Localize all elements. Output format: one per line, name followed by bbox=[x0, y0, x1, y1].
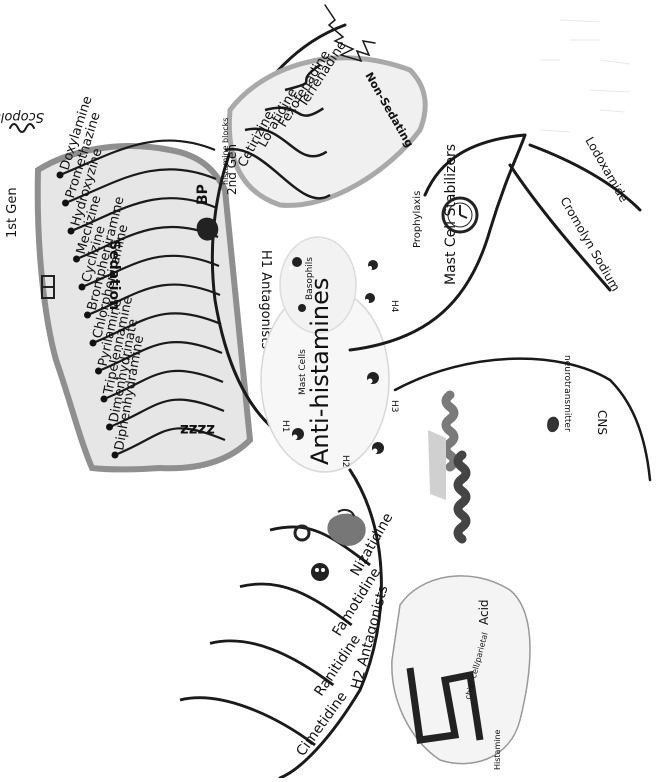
branch-dot bbox=[95, 368, 102, 375]
scopolamine-squiggle bbox=[10, 124, 34, 132]
h-marker-h1: H1 bbox=[280, 420, 290, 433]
branch-dot bbox=[112, 452, 119, 459]
cns-neuron-icon bbox=[547, 417, 559, 432]
cns-label: CNS bbox=[595, 410, 609, 435]
histamine-blocks-label: histamine blocks bbox=[221, 118, 230, 185]
branch-dot bbox=[90, 340, 97, 347]
center-title: Anti-histamines bbox=[306, 278, 334, 465]
h2-branch bbox=[240, 584, 352, 625]
h2-branch bbox=[210, 641, 333, 685]
branch-dot bbox=[79, 284, 86, 291]
neurotransmitter-label: neurotransmitter bbox=[562, 355, 572, 432]
squiggle-light bbox=[446, 395, 454, 467]
h-marker-h2: H2 bbox=[340, 455, 350, 468]
acid-label: Acid bbox=[477, 599, 491, 625]
branch-dot bbox=[73, 256, 80, 263]
branch-dot bbox=[57, 172, 64, 179]
prophylaxis-label: Prophylaxis bbox=[412, 191, 423, 248]
mast-branch-cromolyn bbox=[510, 165, 610, 290]
first-gen-label: 1st Gen bbox=[5, 187, 20, 238]
branch-dot bbox=[84, 312, 91, 319]
h-marker-h4: H4 bbox=[389, 300, 399, 313]
bleed-through-marks bbox=[540, 20, 630, 132]
mast-label: Mast Cell Stabilizers bbox=[443, 144, 459, 285]
scopolamine-label: Scopolamine bbox=[0, 109, 44, 124]
branch-dot bbox=[106, 424, 113, 431]
center-sub-basophils: Basophils bbox=[305, 257, 315, 300]
h-marker-h3: H3 bbox=[389, 400, 399, 413]
sedation-label: Sedation bbox=[106, 240, 122, 310]
center-sub-mast: Mast Cells bbox=[298, 349, 308, 395]
mast-drug-cromolyn: Cromolyn Sodium bbox=[557, 195, 622, 294]
gray-wash bbox=[428, 430, 446, 500]
bp-label: BP bbox=[195, 184, 211, 205]
clock-icon bbox=[443, 198, 477, 232]
sleep-zzz: zzzz bbox=[180, 421, 215, 439]
branch-dot bbox=[101, 396, 108, 403]
squiggle-dark bbox=[458, 455, 466, 539]
h2-branch bbox=[180, 698, 315, 745]
h2-drug-label: Cimetidine bbox=[293, 689, 350, 760]
mast-drug-lodoxamide: Lodoxamide bbox=[582, 135, 631, 205]
branch-dot bbox=[62, 200, 69, 207]
histamine-label: Histamine bbox=[493, 729, 502, 770]
branch-dot bbox=[68, 228, 75, 235]
bp-blob-icon bbox=[197, 218, 219, 241]
